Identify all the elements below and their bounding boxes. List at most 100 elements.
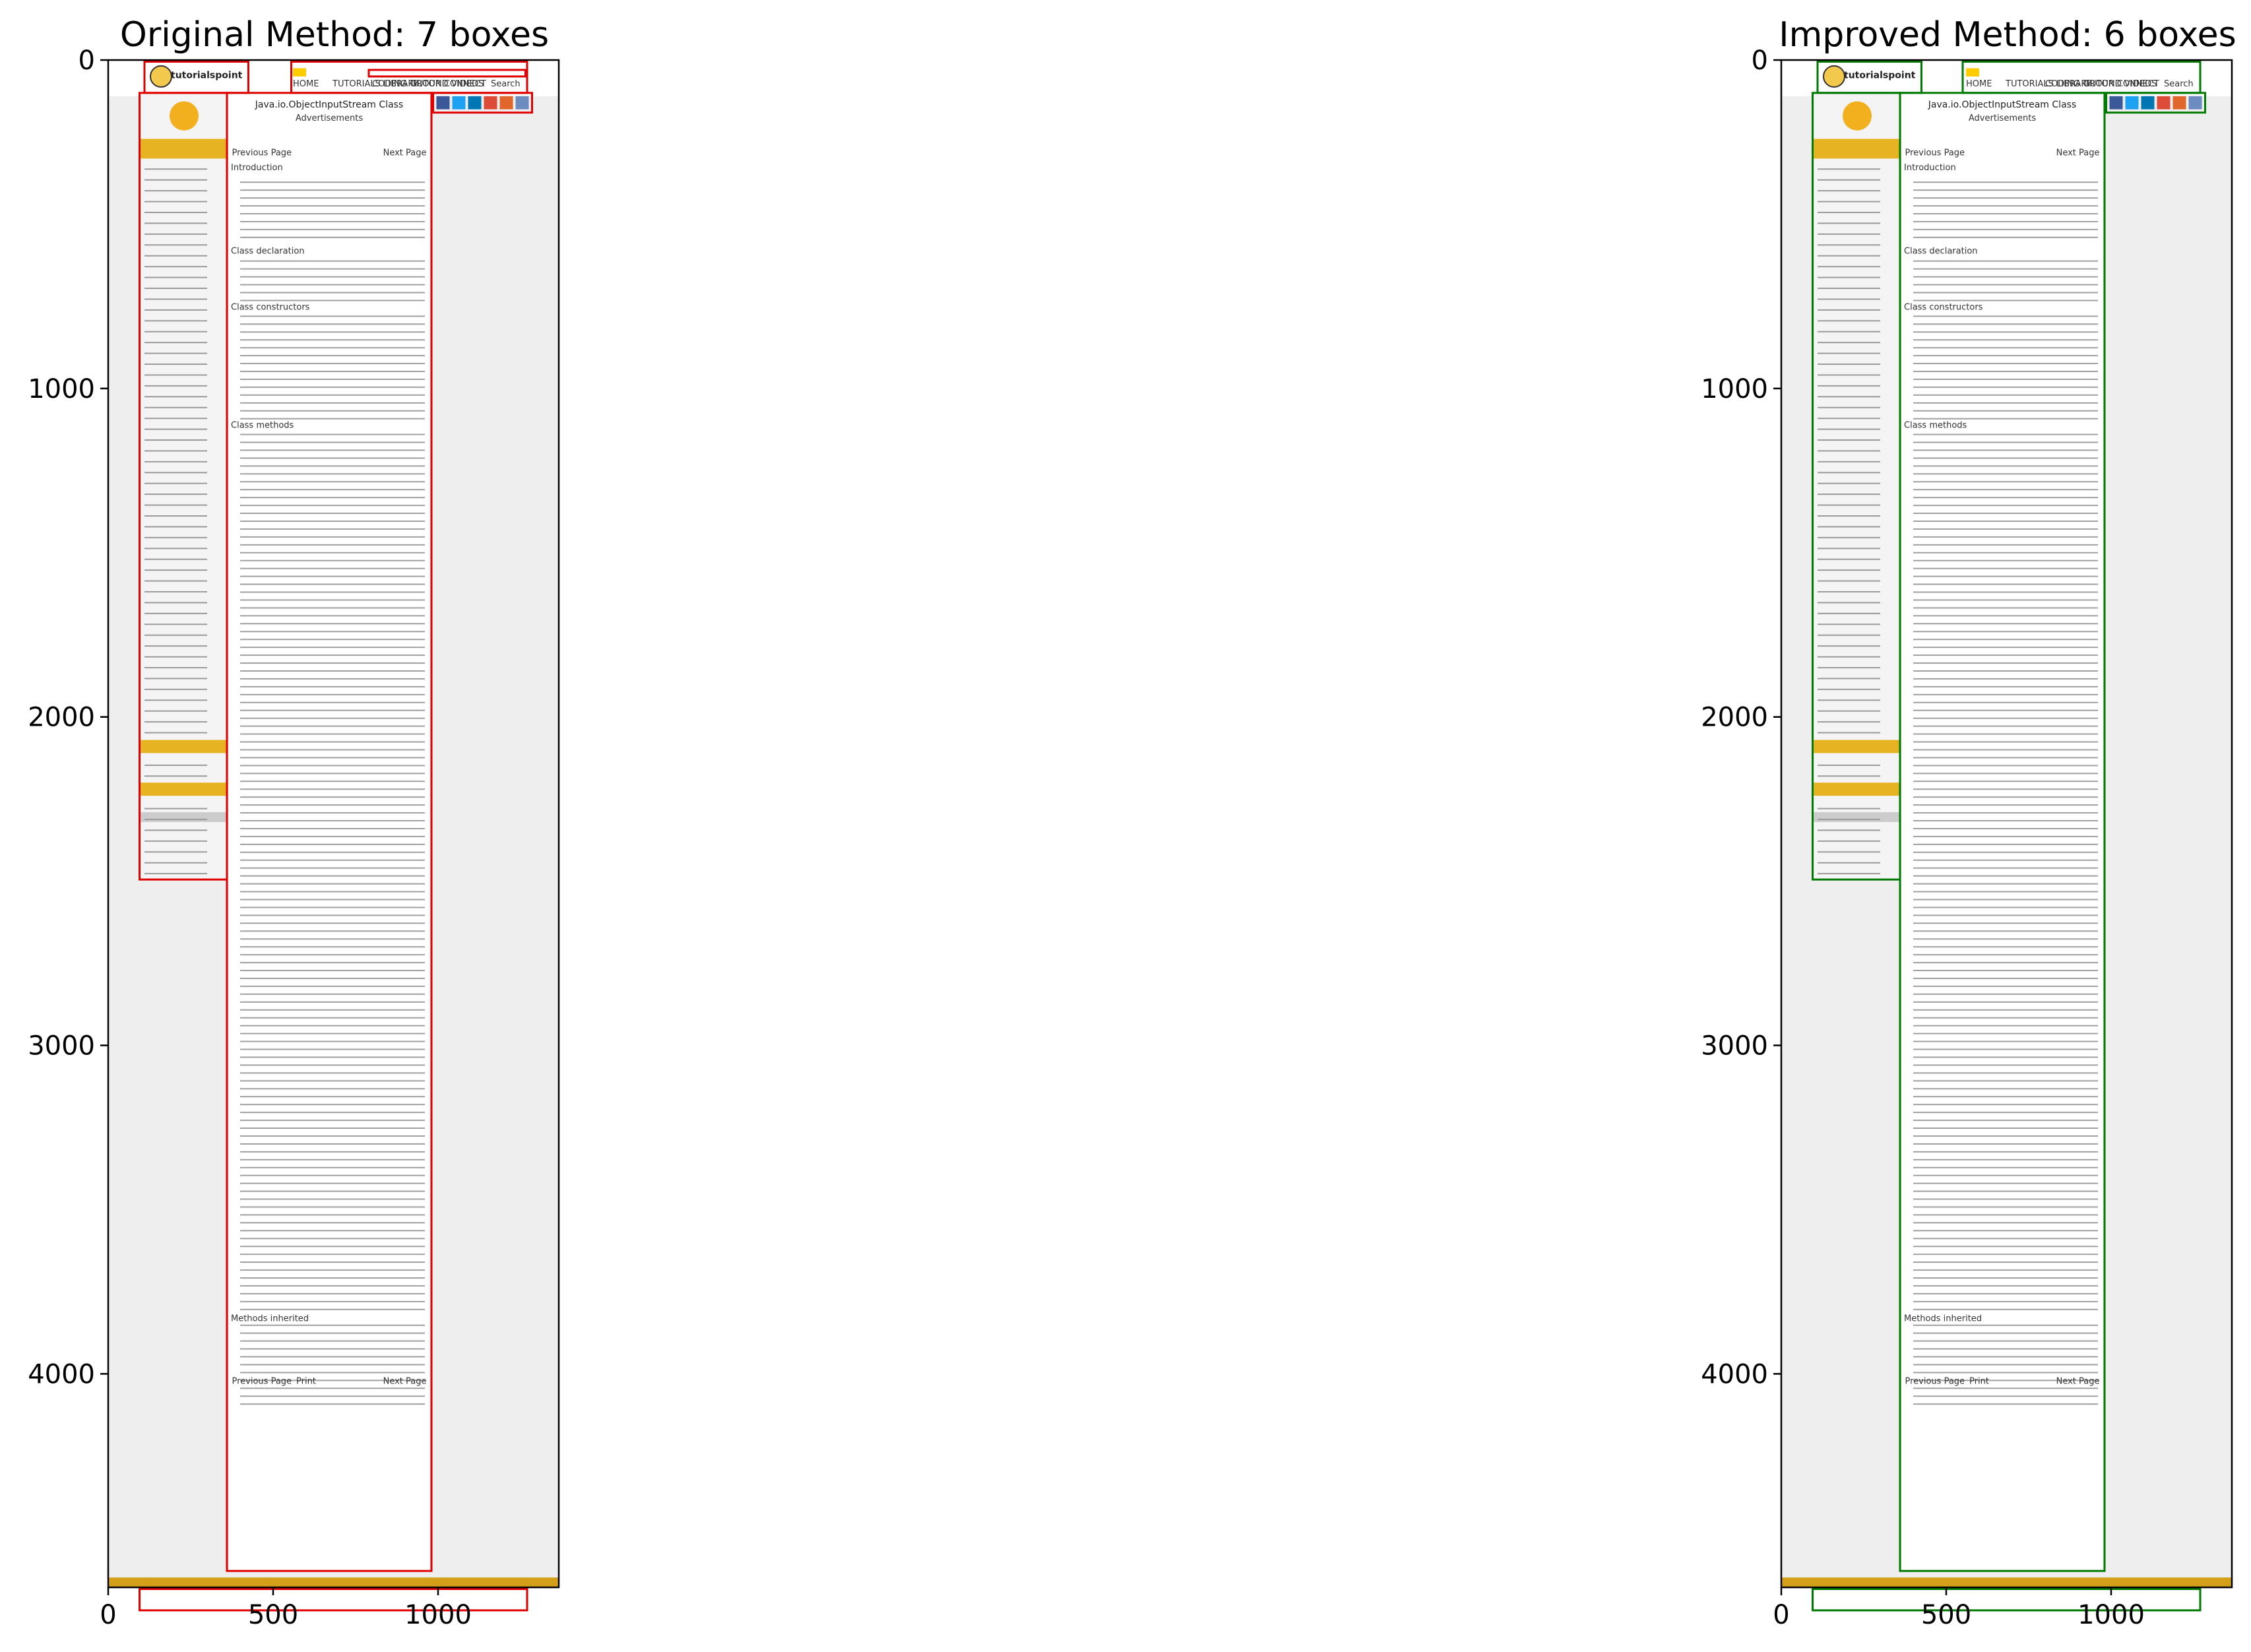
- text-line: [240, 1182, 425, 1184]
- social-icon: [484, 96, 497, 110]
- sidebar-item: [144, 428, 207, 430]
- text-line: [1913, 647, 2098, 649]
- x-tick-label: 0: [1773, 1600, 1789, 1630]
- text-line: [240, 292, 425, 294]
- text-line: [1913, 1254, 2098, 1255]
- text-line: [1913, 1032, 2098, 1034]
- text-line: [1913, 370, 2098, 372]
- text-line: [240, 599, 425, 601]
- nav-item: TUTORIALS LIBRARY: [332, 79, 419, 89]
- nav-highlight: [1966, 68, 1979, 77]
- social-icon: [452, 96, 466, 110]
- text-line: [1913, 1088, 2098, 1090]
- sidebar-item: [1818, 331, 1880, 333]
- text-line: [1913, 1214, 2098, 1216]
- text-line: [1913, 292, 2098, 294]
- text-line: [1913, 788, 2098, 790]
- sidebar-item: [144, 656, 207, 658]
- text-line: [240, 733, 425, 735]
- text-line: [1913, 1190, 2098, 1192]
- text-line: [240, 1096, 425, 1098]
- text-line: [1913, 812, 2098, 814]
- text-line: [1913, 433, 2098, 435]
- sidebar-item: [144, 634, 207, 636]
- sidebar-item: [1818, 418, 1880, 420]
- text-line: [240, 1230, 425, 1232]
- sidebar-item: [144, 569, 207, 571]
- detection-box: [226, 92, 433, 1572]
- y-tick-label: 2000: [28, 703, 95, 733]
- sidebar-item: [144, 385, 207, 387]
- text-line: [240, 552, 425, 554]
- text-line: [240, 867, 425, 869]
- text-line: [240, 930, 425, 932]
- text-line: [1913, 1056, 2098, 1058]
- text-line: [240, 1001, 425, 1003]
- sidebar-item: [144, 190, 207, 192]
- sidebar-item: [1818, 233, 1880, 235]
- nav-item: TUTOR CONNECT: [411, 79, 486, 89]
- text-line: [240, 1166, 425, 1168]
- text-line: [240, 1174, 425, 1176]
- text-line: [1913, 473, 2098, 475]
- sidebar-item: [144, 612, 207, 614]
- text-line: [240, 1190, 425, 1192]
- text-line: [240, 1206, 425, 1208]
- text-line: [1913, 946, 2098, 948]
- text-line: [240, 1072, 425, 1074]
- print-link: Print: [296, 1376, 316, 1386]
- detection-box: [432, 92, 533, 114]
- sidebar-item: [1818, 851, 1880, 853]
- sidebar-item: [144, 580, 207, 582]
- text-line: [240, 189, 425, 191]
- sidebar-item: [1818, 699, 1880, 701]
- text-line: [1913, 394, 2098, 396]
- text-line: [240, 654, 425, 656]
- content-title: Java.io.ObjectInputStream Class: [255, 100, 403, 110]
- text-line: [240, 804, 425, 806]
- header-bar: [108, 60, 559, 96]
- sidebar-item: [1818, 667, 1880, 669]
- text-line: [240, 1348, 425, 1350]
- sidebar-section-header: [139, 782, 227, 796]
- sidebar-item: [144, 396, 207, 398]
- text-line: [1913, 717, 2098, 719]
- text-line: [1913, 615, 2098, 617]
- sidebar-item: [1818, 515, 1880, 517]
- text-line: [1913, 481, 2098, 483]
- sidebar-item: [144, 233, 207, 235]
- nav-item: VIDEOS: [451, 79, 484, 89]
- text-line: [240, 899, 425, 901]
- text-line: [240, 678, 425, 680]
- sidebar-item: [1818, 732, 1880, 734]
- text-line: [240, 441, 425, 443]
- sidebar-item: [1818, 222, 1880, 224]
- text-line: [1913, 260, 2098, 262]
- text-line: [1913, 544, 2098, 546]
- social-icon: [2109, 96, 2123, 110]
- y-tick-label: 0: [79, 46, 95, 76]
- text-line: [240, 647, 425, 649]
- text-line: [240, 623, 425, 625]
- text-line: [1913, 1080, 2098, 1082]
- text-line: [240, 891, 425, 893]
- text-line: [240, 1151, 425, 1153]
- text-line: [1913, 685, 2098, 687]
- text-line: [1913, 1332, 2098, 1334]
- text-line: [1913, 205, 2098, 207]
- text-line: [240, 268, 425, 270]
- text-line: [1913, 1292, 2098, 1294]
- next-link-bottom: Next Page: [383, 1376, 427, 1386]
- text-line: [240, 378, 425, 380]
- text-line: [1913, 1269, 2098, 1271]
- sidebar-item: [1818, 364, 1880, 365]
- text-line: [1913, 1380, 2098, 1382]
- text-line: [240, 670, 425, 672]
- text-line: [240, 363, 425, 365]
- section-heading: Introduction: [231, 163, 283, 173]
- section-heading: Class methods: [231, 421, 294, 431]
- sidebar-item: [144, 526, 207, 528]
- text-line: [1913, 1159, 2098, 1160]
- sidebar-banner: [139, 139, 227, 159]
- text-line: [1913, 583, 2098, 585]
